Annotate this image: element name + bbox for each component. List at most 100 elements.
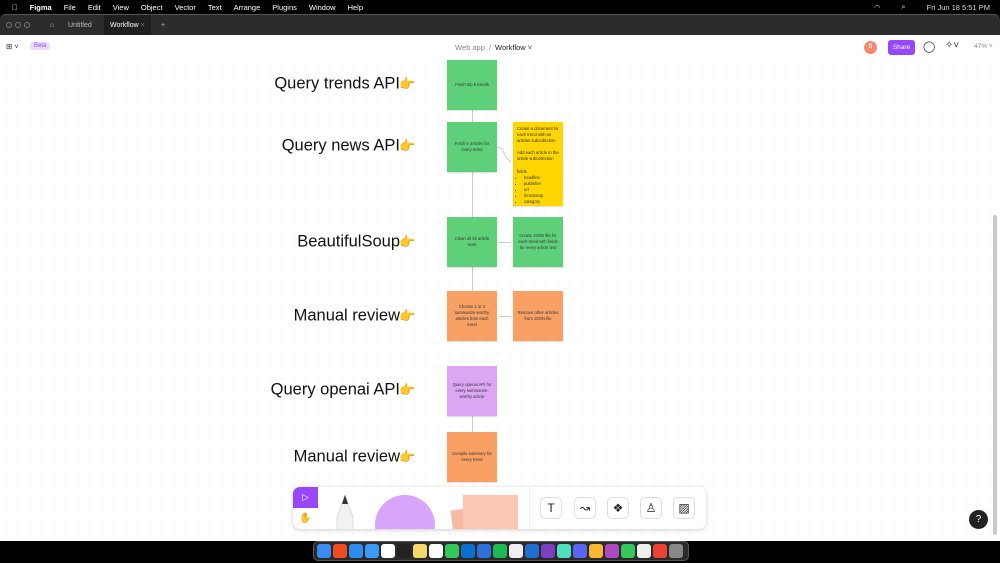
messages-icon[interactable] xyxy=(445,544,459,558)
window-controls[interactable] xyxy=(6,22,30,28)
facetime-icon[interactable] xyxy=(621,544,635,558)
stamp-tool-icon[interactable]: ♙ xyxy=(640,497,662,519)
mail-icon[interactable] xyxy=(365,544,379,558)
label-query-trends: Query trends API xyxy=(274,74,400,93)
menu-vector[interactable]: Vector xyxy=(168,2,196,12)
tab-bar: ⌂ Untitled Workflow × + xyxy=(0,14,1000,36)
chrome-icon[interactable] xyxy=(653,544,667,558)
notes-icon[interactable] xyxy=(413,544,427,558)
menu-plugins[interactable]: Plugins xyxy=(266,2,297,12)
tab-untitled[interactable]: Untitled xyxy=(68,22,92,29)
sticky-fetch-articles[interactable]: Fetch 5 articles for every trend xyxy=(447,122,497,172)
image-tool-icon[interactable]: ▨ xyxy=(673,497,695,519)
safari-icon[interactable] xyxy=(349,544,363,558)
text-tool-icon[interactable]: T xyxy=(540,497,562,519)
menu-edit[interactable]: Edit xyxy=(82,2,101,12)
zoom-level[interactable]: 47% ˅ xyxy=(974,43,993,50)
comment-icon[interactable]: ◯ xyxy=(923,41,936,53)
textedit-icon[interactable] xyxy=(637,544,651,558)
note-text: Add each article to the article subcolle… xyxy=(517,150,559,162)
brave-icon[interactable] xyxy=(333,544,347,558)
apple-icon[interactable]:  xyxy=(12,3,18,12)
sticky-query-openai[interactable]: Query openai API for every summarize-wor… xyxy=(447,366,497,416)
figma-menu-icon[interactable]: ⊞ ˅ xyxy=(6,42,19,51)
pen-tool-icon[interactable] xyxy=(333,495,357,529)
vscode-icon[interactable] xyxy=(461,544,475,558)
notion-icon[interactable] xyxy=(509,544,523,558)
tab-workflow[interactable]: Workflow × xyxy=(104,15,151,36)
connector[interactable] xyxy=(472,170,473,217)
figma-toolbar: ⊞ ˅ Beta Web app / Workflow ˅ B Share ◯ … xyxy=(0,35,1000,60)
wifi-icon[interactable]: ◠ xyxy=(873,2,881,12)
tab-label: Workflow xyxy=(110,22,139,29)
clock[interactable]: Fri Jun 18 5:51 PM xyxy=(926,2,990,12)
move-tool-icon[interactable]: ▷ xyxy=(293,487,318,508)
discord-icon[interactable] xyxy=(573,544,587,558)
final-cut-icon[interactable] xyxy=(605,544,619,558)
connector[interactable] xyxy=(472,415,473,432)
macos-dock xyxy=(313,541,689,561)
pointing-hand-icon: 👉 xyxy=(399,308,416,323)
spotify-icon[interactable] xyxy=(493,544,507,558)
ai-sparkle-icon[interactable]: ✧˅ xyxy=(945,40,960,51)
connector[interactable] xyxy=(499,316,511,317)
pointing-hand-icon: 👉 xyxy=(399,449,416,464)
curved-connector[interactable] xyxy=(497,145,513,165)
terminal-app-icon[interactable] xyxy=(557,544,571,558)
hand-tool-icon[interactable]: ✋ xyxy=(299,513,312,524)
shape-tool-icon[interactable] xyxy=(375,495,435,529)
breadcrumb-parent[interactable]: Web app xyxy=(455,43,485,52)
menu-bar:  Figma File Edit View Object Vector Tex… xyxy=(0,0,1000,14)
pointing-hand-icon: 👉 xyxy=(399,382,416,397)
menu-object[interactable]: Object xyxy=(135,2,163,12)
sticky-compile-summary[interactable]: Compile summary for every trend xyxy=(447,432,497,482)
menu-view[interactable]: View xyxy=(107,2,129,12)
menu-file[interactable]: File xyxy=(58,2,76,12)
file-name[interactable]: Workflow ˅ xyxy=(495,43,533,52)
search-icon[interactable]: ⌕ xyxy=(901,2,906,11)
sticky-firestore-notes[interactable]: Create a document for each trend with an… xyxy=(513,122,563,206)
xcode-icon[interactable] xyxy=(477,544,491,558)
calendar-icon[interactable] xyxy=(381,544,395,558)
field-item: url xyxy=(524,187,559,193)
note-text: Create a document for each trend with an… xyxy=(517,126,559,144)
component-tool-icon[interactable]: ❖ xyxy=(607,497,629,519)
sticky-tool-icon[interactable] xyxy=(463,495,518,529)
close-icon[interactable]: × xyxy=(140,22,145,29)
fields-label: fields xyxy=(517,168,527,174)
trello-icon[interactable] xyxy=(525,544,539,558)
sticky-create-json[interactable]: Create JSON file for each trend with fie… xyxy=(513,217,563,267)
vertical-scrollbar[interactable] xyxy=(993,215,997,535)
pointing-hand-icon: 👉 xyxy=(399,76,416,91)
field-item: timestamp xyxy=(524,193,559,199)
figma-icon[interactable] xyxy=(397,544,411,558)
trash-icon[interactable] xyxy=(669,544,683,558)
airtable-icon[interactable] xyxy=(589,544,603,558)
sticky-remove-articles[interactable]: Remove other articles from JSON file xyxy=(513,291,563,341)
avatar[interactable]: B xyxy=(864,41,877,54)
finder-icon[interactable] xyxy=(317,544,331,558)
canvas[interactable]: Query trends API Query news API Beautifu… xyxy=(0,60,1000,541)
menu-text[interactable]: Text xyxy=(202,2,222,12)
sticky-choose-articles[interactable]: Choose 1 or 2 summarize-worthy articles … xyxy=(447,291,497,341)
connector-tool-icon[interactable]: ↝ xyxy=(574,497,596,519)
sticky-clean-texts[interactable]: Clean all 25 article texts xyxy=(447,217,497,267)
slack-icon[interactable] xyxy=(429,544,443,558)
menu-help[interactable]: Help xyxy=(341,2,363,12)
menu-arrange[interactable]: Arrange xyxy=(227,2,261,12)
file-name-text: Workflow xyxy=(495,43,526,52)
connector[interactable] xyxy=(499,242,511,243)
home-icon[interactable]: ⌂ xyxy=(50,22,55,29)
pointing-hand-icon: 👉 xyxy=(399,234,416,249)
share-button[interactable]: Share xyxy=(888,40,915,55)
sticky-fetch-trends[interactable]: Fetch top 5 trends xyxy=(447,60,497,110)
connector[interactable] xyxy=(472,267,473,291)
help-button[interactable]: ? xyxy=(969,510,988,529)
label-query-news: Query news API xyxy=(281,136,400,155)
new-tab-button[interactable]: + xyxy=(161,22,166,29)
github-icon[interactable] xyxy=(541,544,555,558)
menu-window[interactable]: Window xyxy=(303,2,336,12)
connector[interactable] xyxy=(472,108,473,122)
field-item: headline xyxy=(524,175,559,181)
menu-app[interactable]: Figma xyxy=(24,2,52,12)
